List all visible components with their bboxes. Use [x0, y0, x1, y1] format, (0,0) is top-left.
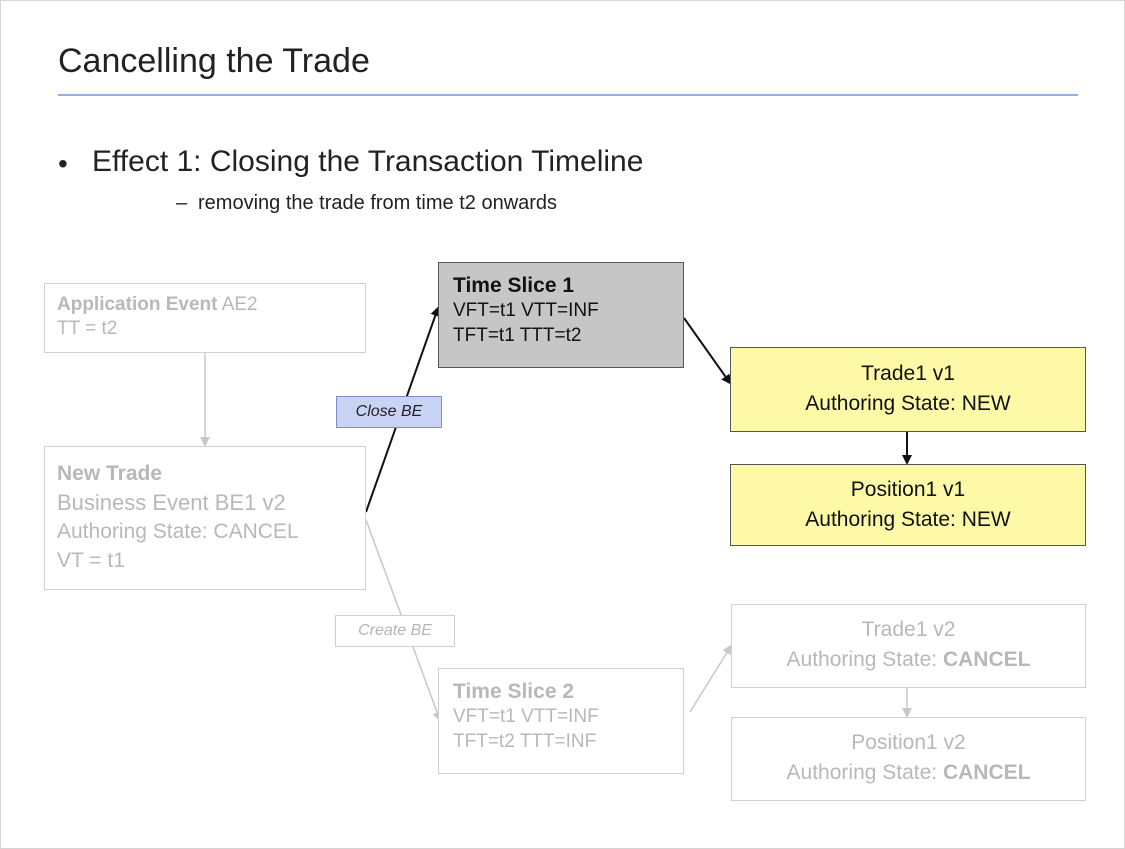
new-trade-title: New Trade [57, 462, 163, 485]
time-slice-2-box: Time Slice 2 VFT=t1 VTT=INF TFT=t2 TTT=I… [438, 668, 684, 774]
position1-v1-name: Position1 v1 [850, 478, 966, 501]
time-slice-2-valid-time: VFT=t1 VTT=INF [453, 706, 599, 727]
time-slice-2-title: Time Slice 2 [453, 680, 575, 703]
time-slice-1-box: Time Slice 1 VFT=t1 VTT=INF TFT=t1 TTT=t… [438, 262, 684, 368]
trade1-v1-authoring-state: Authoring State: NEW [805, 392, 1011, 415]
position1-v2-name: Position1 v2 [851, 731, 966, 754]
time-slice-1-title: Time Slice 1 [453, 274, 575, 297]
time-slice-1-transaction-time: TFT=t1 TTT=t2 [453, 325, 582, 346]
sub-bullet-marker: – [176, 192, 188, 214]
trade1-v2-box: Trade1 v2 Authoring State: CANCEL [731, 604, 1086, 688]
arrow-time-slice-1-to-trade1-v1 [683, 317, 732, 385]
application-event-tt: TT = t2 [57, 318, 118, 339]
close-be-label: Close BE [336, 396, 442, 428]
new-trade-authoring-state: Authoring State: CANCEL [57, 520, 299, 543]
create-be-label: Create BE [335, 615, 455, 647]
title-underline [58, 94, 1078, 96]
position1-v1-box: Position1 v1 Authoring State: NEW [730, 464, 1086, 546]
trade1-v2-authoring-state-label: Authoring State: [786, 648, 943, 671]
position1-v2-box: Position1 v2 Authoring State: CANCEL [731, 717, 1086, 801]
new-trade-box: New Trade Business Event BE1 v2 Authorin… [44, 446, 366, 590]
new-trade-vt: VT = t1 [57, 549, 125, 572]
time-slice-1-valid-time: VFT=t1 VTT=INF [453, 300, 599, 321]
trade1-v2-name: Trade1 v2 [861, 618, 956, 641]
application-event-box: Application Event AE2 TT = t2 [44, 283, 366, 353]
application-event-id: AE2 [217, 294, 258, 315]
sub-bullet-text: removing the trade from time t2 onwards [198, 192, 558, 214]
position1-v2-authoring-state-label: Authoring State: [786, 761, 943, 784]
bullet-marker: • [58, 148, 68, 179]
application-event-label: Application Event [57, 294, 218, 315]
trade1-v1-name: Trade1 v1 [861, 362, 955, 385]
trade1-v1-box: Trade1 v1 Authoring State: NEW [730, 347, 1086, 432]
position1-v2-authoring-state-value: CANCEL [942, 761, 1031, 784]
time-slice-2-transaction-time: TFT=t2 TTT=INF [453, 731, 597, 752]
position1-v1-authoring-state: Authoring State: NEW [805, 508, 1011, 531]
arrow-time-slice-2-to-trade1-v2 [689, 644, 733, 713]
trade1-v2-authoring-state-value: CANCEL [942, 648, 1031, 671]
bullet-text: Effect 1: Closing the Transaction Timeli… [92, 145, 644, 178]
slide-title: Cancelling the Trade [58, 42, 370, 80]
new-trade-business-event: Business Event BE1 v2 [57, 490, 286, 515]
